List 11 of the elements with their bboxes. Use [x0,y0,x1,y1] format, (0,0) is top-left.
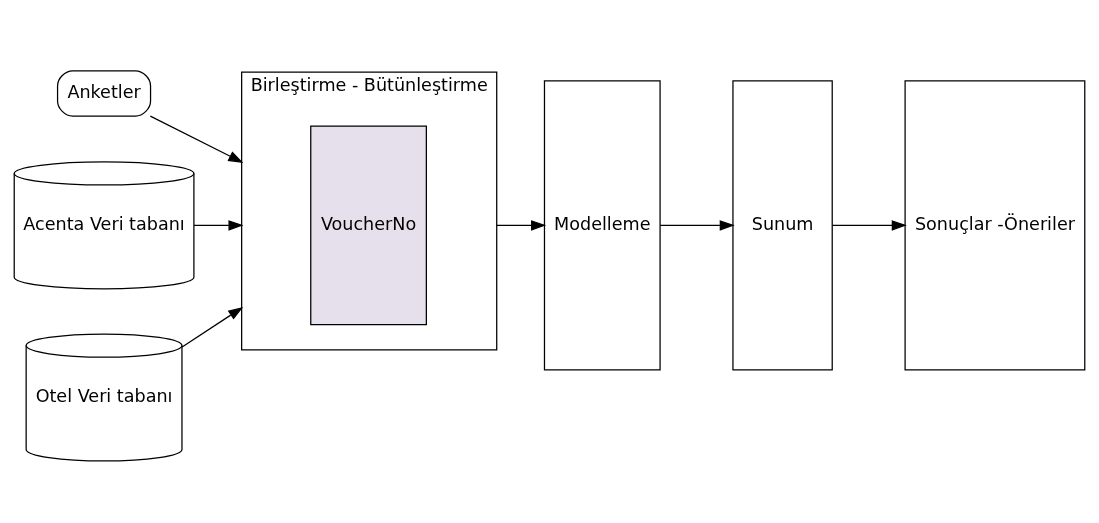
node-box: Sunum [732,80,833,371]
node-box: Modelleme [543,80,661,371]
node-box: Anketler [56,70,152,117]
arrow [659,220,735,231]
arrow [496,220,547,231]
node-box: Sonuçlar -Öneriler [904,80,1086,371]
node-box: VoucherNo [310,125,427,326]
arrow [193,220,244,231]
arrow [149,115,244,163]
arrow [831,220,907,231]
arrow [181,306,244,348]
